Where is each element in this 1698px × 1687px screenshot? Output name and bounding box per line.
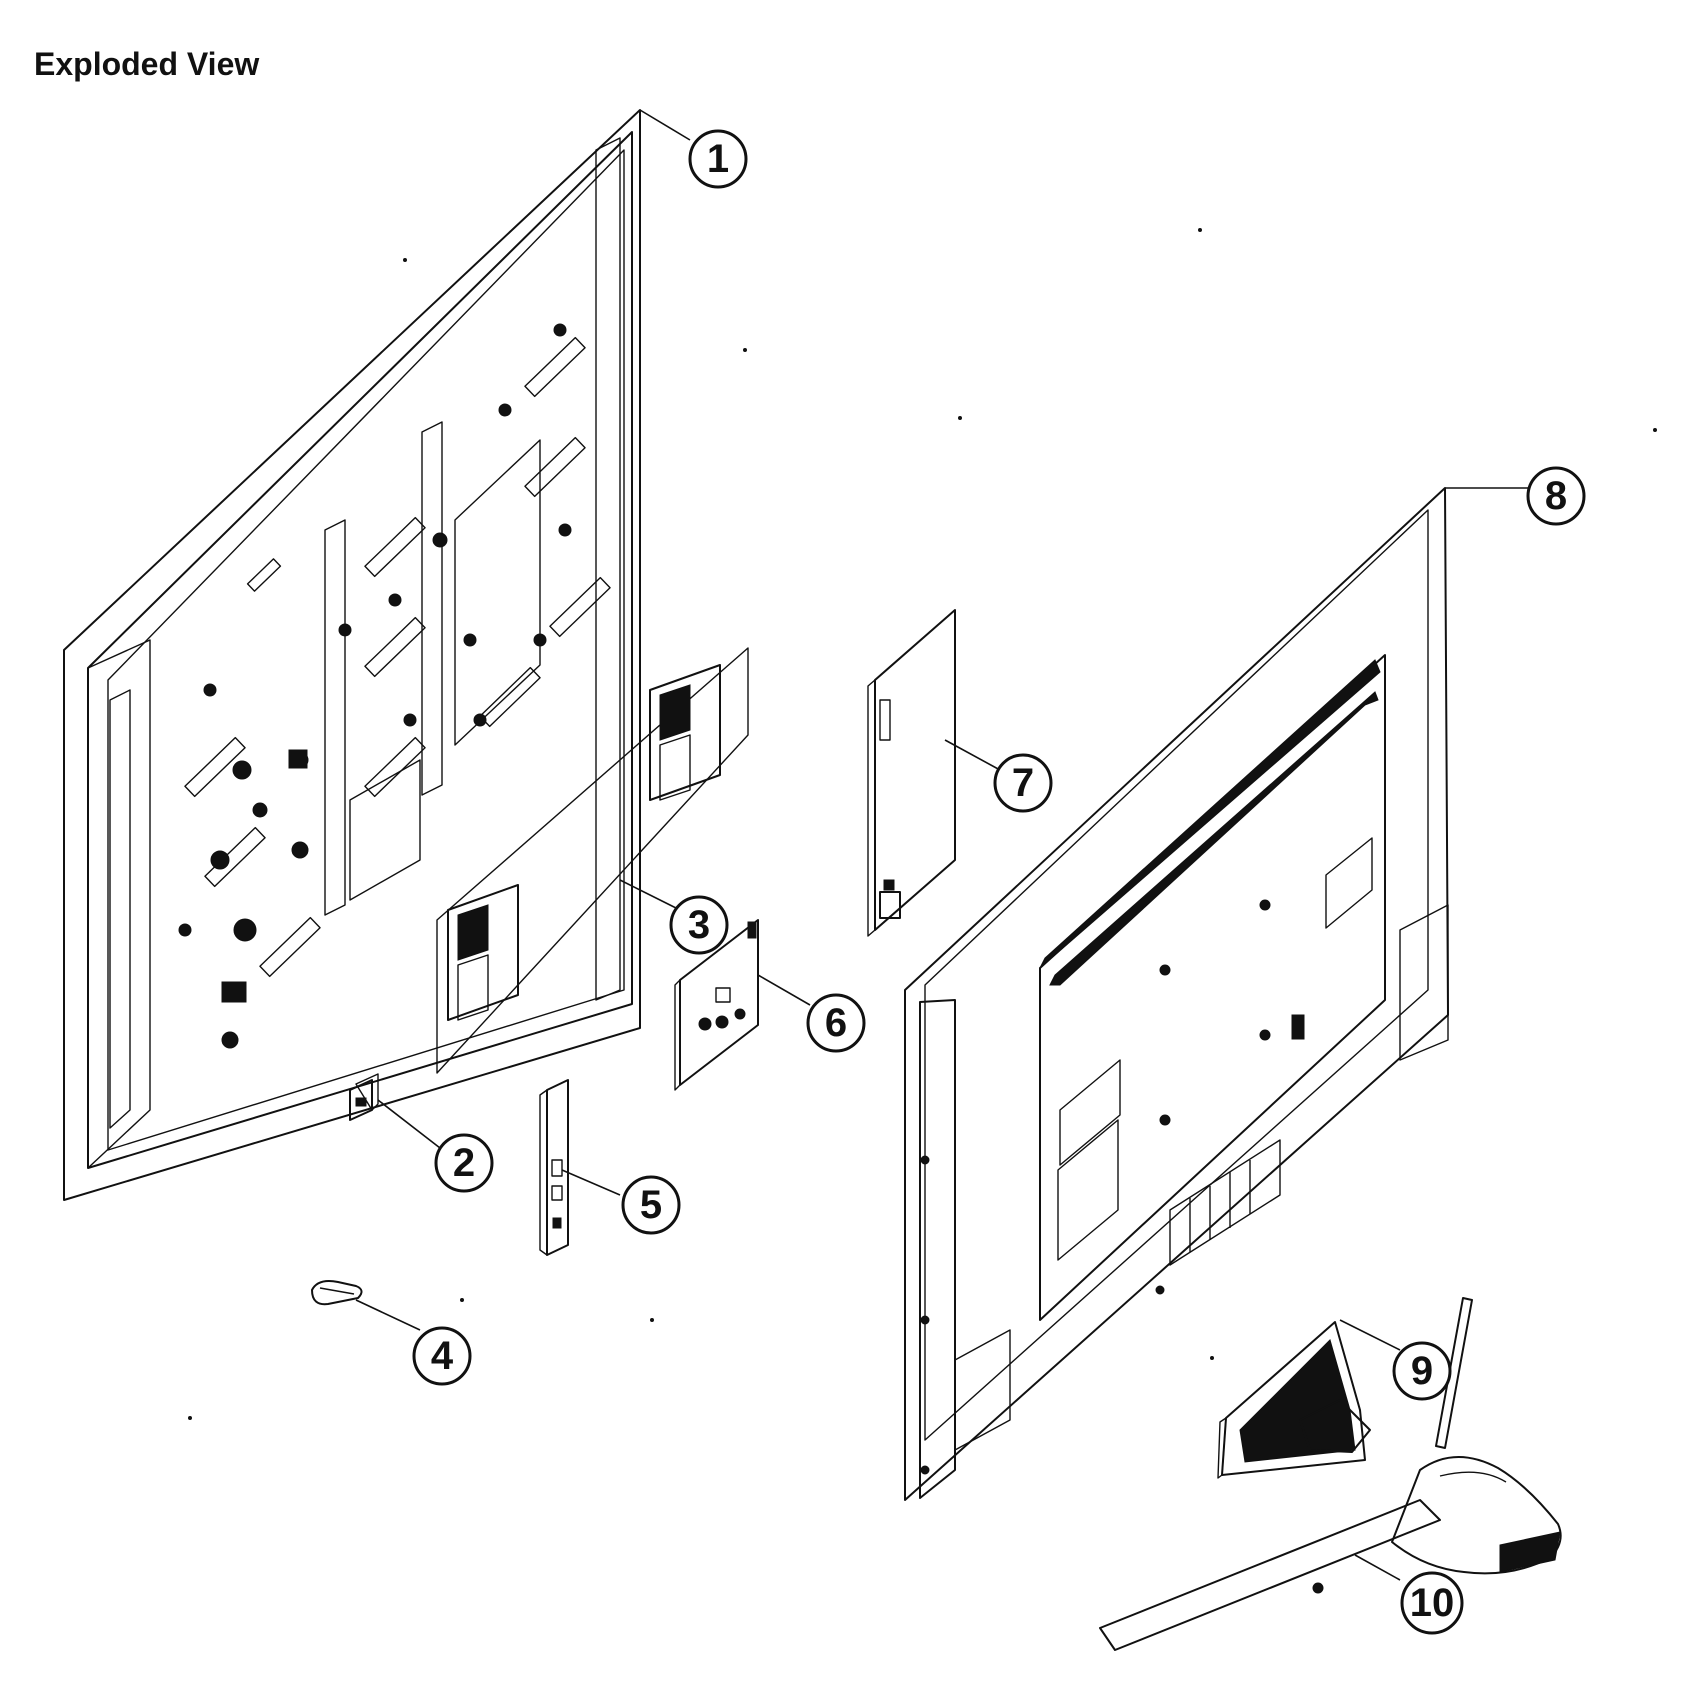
callout-3: 3 xyxy=(669,895,729,955)
part-speaker-pair xyxy=(436,647,749,1074)
part-power-board xyxy=(867,609,956,937)
part-stand-neck xyxy=(1217,1321,1371,1479)
callout-label-8: 8 xyxy=(1545,474,1567,518)
part-front-bezel-panel xyxy=(63,109,641,1201)
part-side-key-board xyxy=(539,1079,569,1256)
callout-label-1: 1 xyxy=(707,137,729,181)
callout-label-5: 5 xyxy=(640,1183,662,1227)
callout-5: 5 xyxy=(621,1175,681,1235)
callout-label-3: 3 xyxy=(688,903,710,947)
callout-7: 7 xyxy=(993,753,1053,813)
part-small-bracket xyxy=(349,1073,379,1121)
callout-label-7: 7 xyxy=(1012,761,1034,805)
callout-label-2: 2 xyxy=(453,1141,475,1185)
callout-4: 4 xyxy=(412,1326,472,1386)
callout-10: 10 xyxy=(1400,1571,1464,1635)
part-stand-base xyxy=(1099,1297,1562,1651)
callout-label-10: 10 xyxy=(1410,1581,1455,1625)
callout-label-6: 6 xyxy=(825,1001,847,1045)
callout-8: 8 xyxy=(1526,466,1586,526)
leader-lines xyxy=(355,109,1528,1581)
page-title: Exploded View xyxy=(34,46,260,82)
callout-9: 9 xyxy=(1392,1341,1452,1401)
scan-specks xyxy=(188,228,1657,1420)
part-main-board xyxy=(674,919,759,1091)
callout-label-4: 4 xyxy=(431,1334,454,1378)
callout-label-9: 9 xyxy=(1411,1349,1433,1393)
part-clip xyxy=(311,1280,363,1306)
part-rear-cover xyxy=(904,487,1449,1501)
callout-6: 6 xyxy=(806,993,866,1053)
callout-1: 1 xyxy=(688,129,748,189)
callout-2: 2 xyxy=(434,1133,494,1193)
